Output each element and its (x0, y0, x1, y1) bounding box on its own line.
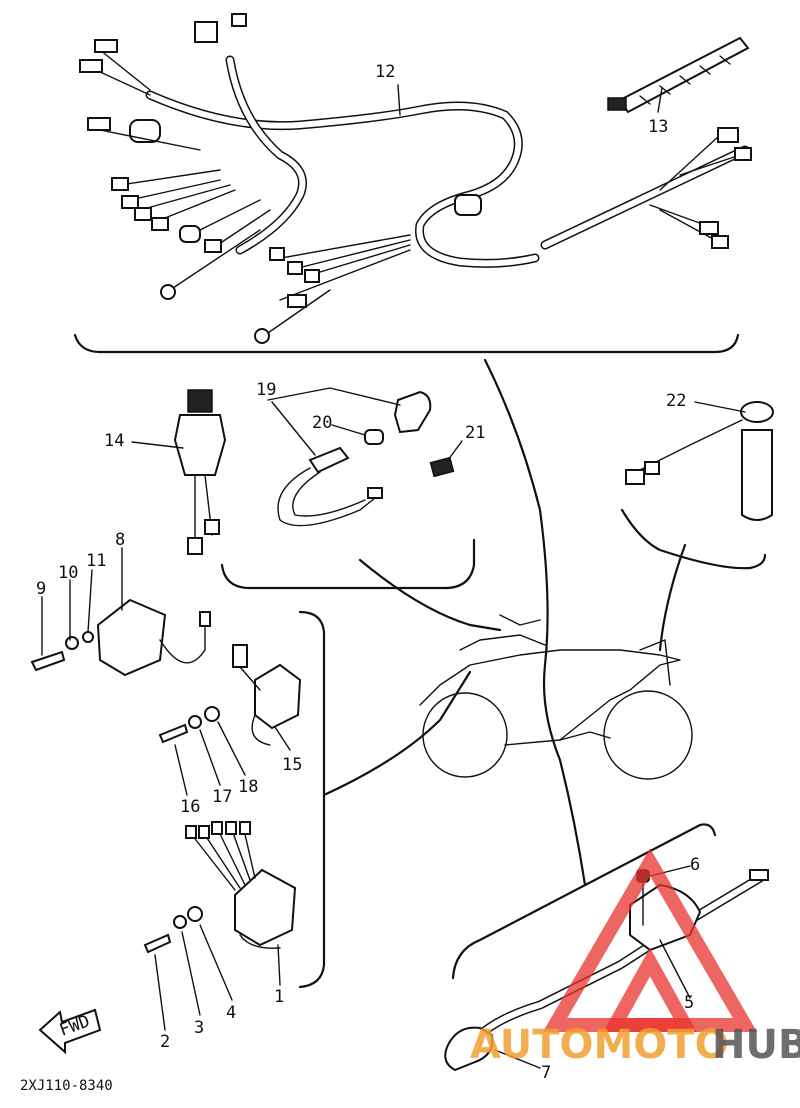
callout-8: 8 (115, 530, 125, 550)
callout-3: 3 (194, 1018, 204, 1038)
leader-line-harness (483, 358, 587, 887)
leader-line-ignition (322, 670, 472, 797)
cdi-unit (30, 598, 211, 677)
callout-6: 6 (690, 855, 700, 875)
speed-sensor-lead (277, 390, 455, 527)
watermark-text-automoto: AUTOMOTO (470, 1022, 729, 1068)
callout-17: 17 (212, 787, 232, 807)
throttle-group-bracket (620, 508, 767, 570)
callout-18: 18 (238, 777, 258, 797)
ignition-group-bracket (298, 610, 326, 989)
callout-14: 14 (104, 431, 124, 451)
automotohub-watermark: AUTOMOTO HUB (470, 848, 800, 1068)
rectifier-regulator (143, 821, 297, 954)
ignition-coil (158, 644, 302, 746)
callout-19: 19 (256, 380, 276, 400)
callout-9: 9 (36, 579, 46, 599)
callout-20: 20 (312, 413, 332, 433)
leader-line-throttle (658, 543, 687, 652)
atv-outline (419, 614, 693, 780)
callout-numbers: 12 13 14 19 20 21 22 8 9 10 11 15 16 17 … (36, 62, 700, 1083)
callout-10: 10 (58, 563, 78, 583)
callout-22: 22 (666, 391, 686, 411)
main-switch (173, 389, 227, 555)
callout-11: 11 (86, 551, 106, 571)
harness-group-bracket (73, 333, 740, 354)
watermark-text-hub: HUB (712, 1022, 800, 1068)
diagram-part-code: 2XJ110-8340 (20, 1078, 113, 1094)
callout-7: 7 (541, 1063, 551, 1083)
sensor-group-bracket (220, 538, 476, 590)
callout-5: 5 (684, 993, 694, 1013)
front-direction-arrow: FWD (38, 1008, 102, 1055)
callout-12: 12 (375, 62, 395, 82)
front-arrow-label: FWD (57, 1011, 93, 1040)
cable-group-bracket (451, 823, 717, 980)
callout-13: 13 (648, 117, 668, 137)
leader-line-sensor (358, 558, 502, 632)
main-wire-harness (79, 13, 752, 344)
cable-tie (607, 36, 750, 114)
callout-16: 16 (180, 797, 200, 817)
callout-1: 1 (274, 987, 284, 1007)
callout-21: 21 (465, 423, 485, 443)
callout-4: 4 (226, 1003, 236, 1023)
callout-15: 15 (282, 755, 302, 775)
throttle-housing (625, 401, 774, 521)
callout-2: 2 (160, 1032, 170, 1052)
